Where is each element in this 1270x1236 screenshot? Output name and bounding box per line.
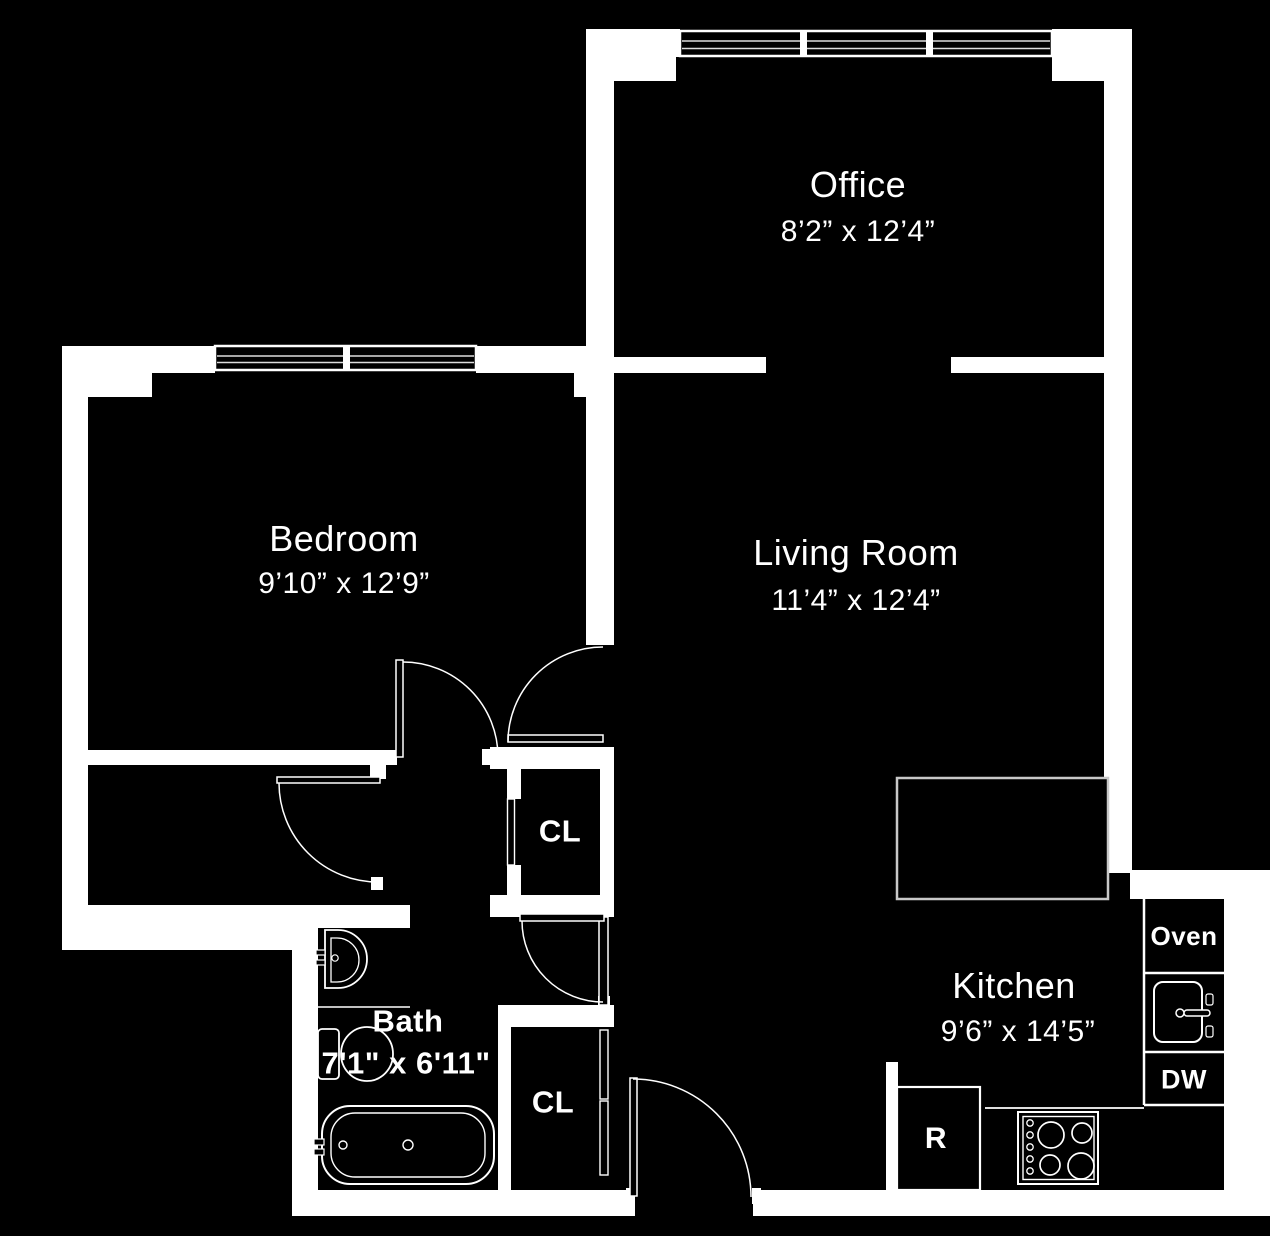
- living-room-door-swing: [507, 646, 604, 743]
- oven-label: Oven: [1150, 921, 1218, 951]
- wall: [498, 1027, 511, 1190]
- dressing-closet-door-swing: [276, 776, 381, 883]
- hall-closet-label: CL: [538, 813, 582, 849]
- dishwasher-label: DW: [1161, 1064, 1207, 1095]
- wall: [507, 769, 521, 799]
- wall: [292, 905, 318, 1216]
- wall: [753, 1190, 1270, 1216]
- bedroom-dimensions: 9’10” x 12’9”: [258, 567, 430, 600]
- kitchen-label: Kitchen: [952, 965, 1076, 1006]
- office-window: [678, 29, 1054, 58]
- entry-closet-label: CL: [531, 1084, 575, 1120]
- kitchen-sink-icon: [1153, 981, 1214, 1043]
- appliance-column: [1142, 899, 1226, 1107]
- door-jamb: [951, 357, 958, 373]
- wall: [600, 769, 614, 917]
- wall: [370, 765, 386, 779]
- bath-label: Bath: [372, 1003, 444, 1039]
- walls: [62, 29, 1270, 1216]
- wall: [295, 1190, 635, 1216]
- office-label: Office: [809, 164, 907, 205]
- bedroom-door-swing: [395, 659, 499, 758]
- bedroom-window: [213, 344, 478, 372]
- office-dimensions: 8’2” x 12’4”: [780, 215, 936, 248]
- wall-notch: [88, 373, 152, 397]
- toilet-icon: [317, 1026, 394, 1082]
- wall: [490, 895, 614, 917]
- kitchen-island-counter: [895, 776, 1110, 901]
- door-jamb: [482, 749, 490, 765]
- wall: [614, 357, 765, 373]
- refrigerator-label: R: [924, 1122, 948, 1155]
- wall: [62, 346, 215, 373]
- wall: [490, 747, 614, 769]
- bath-dimensions: 7'1" x 6'11": [321, 1045, 491, 1081]
- bath-door-swing: [519, 913, 609, 1006]
- entry-door-swing: [629, 1077, 752, 1198]
- kitchen-dimensions: 9’6” x 14’5”: [940, 1015, 1096, 1048]
- refrigerator-box: [895, 1085, 982, 1192]
- door-jamb: [759, 357, 766, 373]
- door-stop: [371, 877, 383, 890]
- wall: [498, 1005, 614, 1027]
- entry-closet-bifold: [599, 1029, 609, 1176]
- wall: [886, 1062, 898, 1190]
- living-room-label: Living Room: [753, 532, 959, 573]
- living-room-dimensions: 11’4” x 12’4”: [771, 584, 941, 617]
- wall: [507, 865, 521, 895]
- wall: [958, 357, 1104, 373]
- door-stop: [596, 635, 608, 645]
- wall-notch: [1052, 57, 1104, 81]
- wall: [62, 922, 292, 950]
- wall-notch: [614, 57, 676, 81]
- wall: [85, 750, 397, 765]
- bathtub-icon: [313, 1105, 495, 1185]
- wall: [586, 373, 614, 645]
- bedroom-label: Bedroom: [269, 518, 419, 559]
- wall: [1224, 870, 1270, 1216]
- cooktop-icon: [1017, 1111, 1099, 1185]
- wall: [1104, 29, 1132, 873]
- hall-closet-slider: [506, 798, 516, 866]
- wall: [62, 346, 88, 950]
- wall: [586, 29, 614, 373]
- door-jamb: [752, 1188, 761, 1204]
- bathroom-sink-icon: [315, 929, 410, 1008]
